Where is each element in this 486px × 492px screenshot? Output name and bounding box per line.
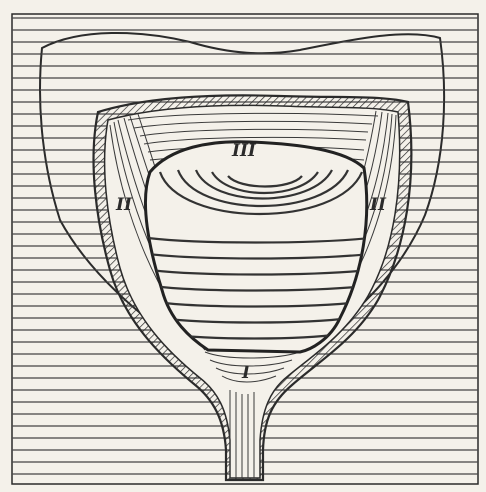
label-region-II-left: II	[115, 195, 133, 215]
label-region-I: I	[241, 363, 251, 383]
label-region-II-right: II	[369, 195, 387, 215]
label-region-III: III	[231, 141, 257, 161]
